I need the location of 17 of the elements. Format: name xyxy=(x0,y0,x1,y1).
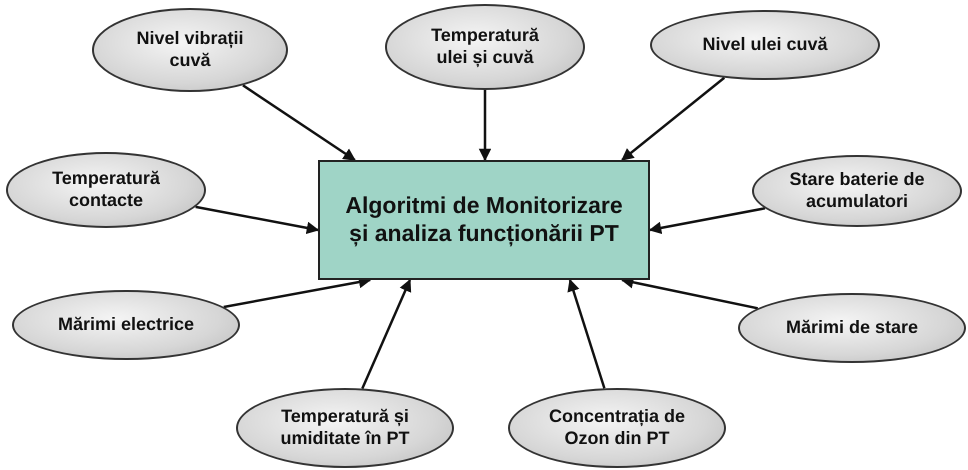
node-label: Temperatură contacte xyxy=(51,168,161,212)
node-label: Stare baterie de acumulatori xyxy=(788,169,926,213)
node-label: Mărimi electrice xyxy=(58,314,194,336)
process-box xyxy=(318,160,650,280)
arrow xyxy=(478,90,492,162)
arrow xyxy=(361,278,412,390)
arrow xyxy=(648,207,766,234)
node-label: Algoritmi de Monitorizare și analiza funcționării PT xyxy=(344,192,624,248)
node-label: Mărimi de stare xyxy=(786,317,918,339)
arrow xyxy=(242,84,356,162)
node-label: Nivel ulei cuvă xyxy=(702,34,828,56)
node-label: Concentrația de Ozon din PT xyxy=(548,406,686,450)
node-label: Nivel vibrații cuvă xyxy=(135,28,245,72)
node-label: Temperatură ulei și cuvă xyxy=(430,25,540,69)
arrow xyxy=(195,206,320,234)
node-label: Temperatură și umiditate în PT xyxy=(279,406,410,450)
arrow xyxy=(567,278,606,389)
